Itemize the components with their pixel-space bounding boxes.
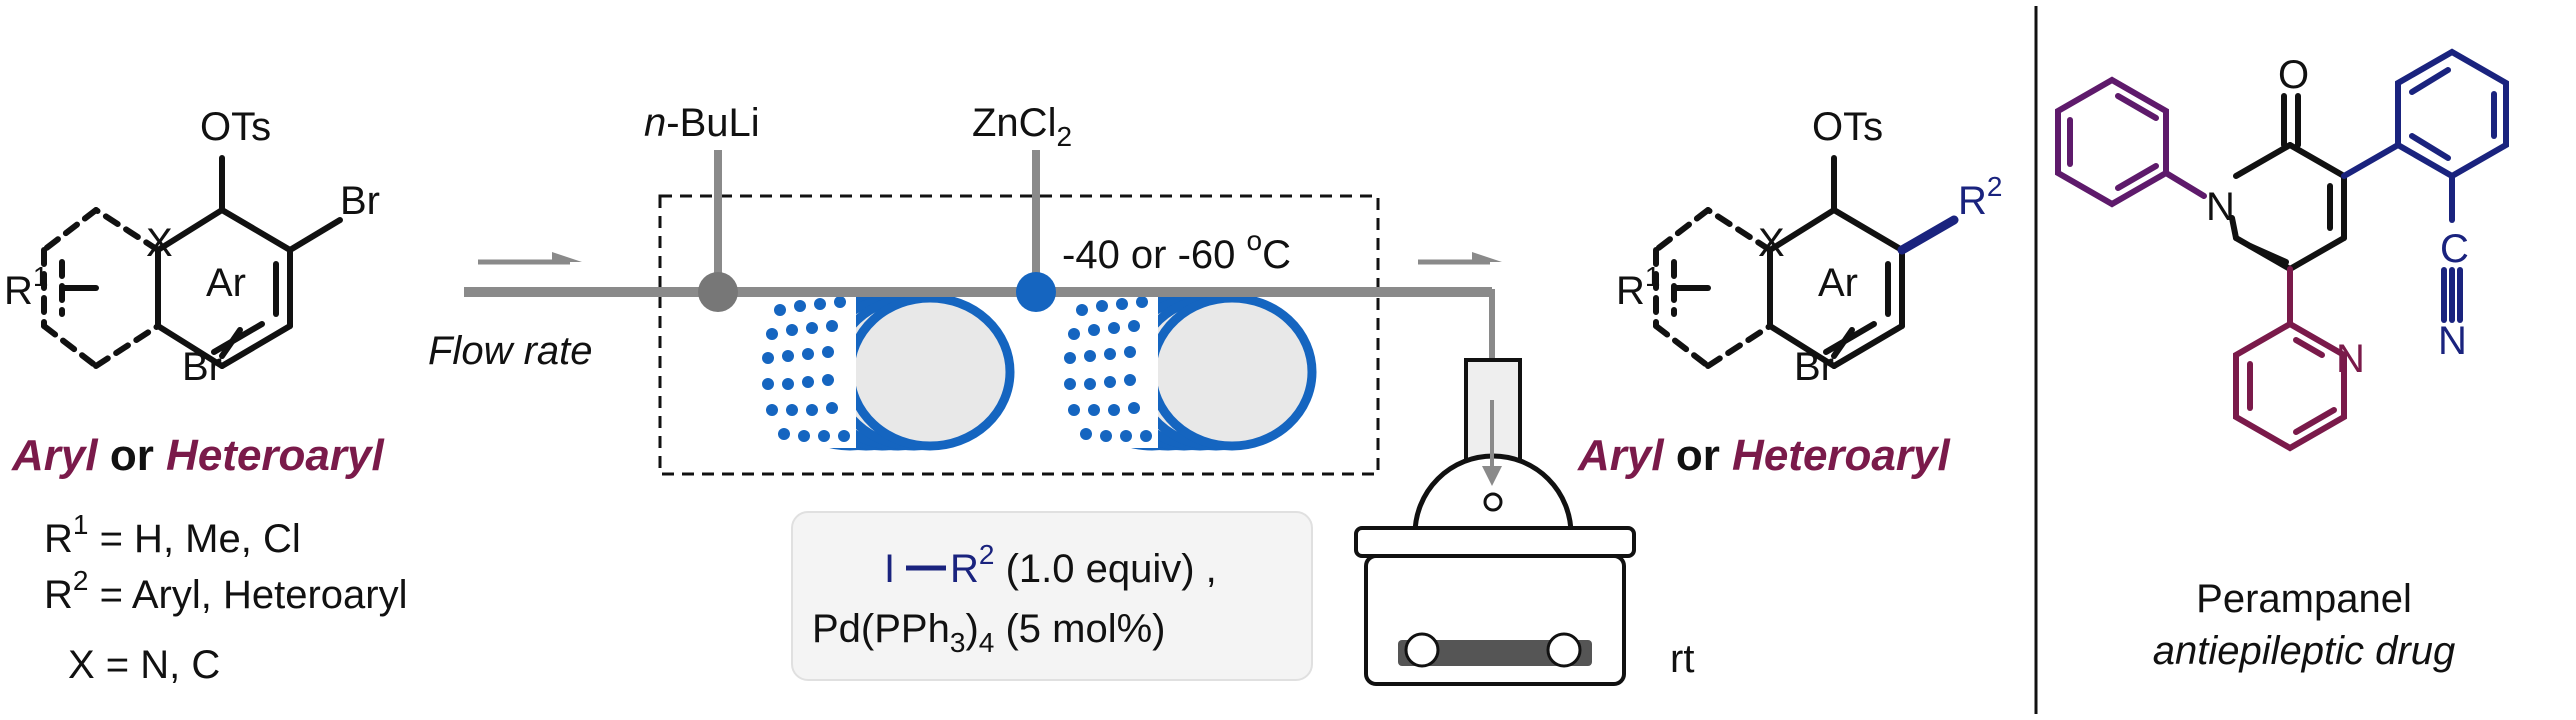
svg-text:I: I [884,547,895,591]
reagent-box [791,511,1313,681]
perampanel-structure [2055,48,2509,452]
drug-description: antiepileptic drug [2153,629,2455,673]
reactant-br-bottom-label: Br [182,345,222,389]
product-caption: Aryl or Heteroaryl [1577,431,1950,480]
perampanel-nitrile-n-label: N [2438,319,2467,363]
reagent-iodide-line: I R2 (1.0 equiv) , [884,539,1217,591]
reactant-ots-label: OTs [200,105,271,149]
room-temperature-label: rt [1670,637,1694,681]
temperature-label: -40 or -60 oC [1062,225,1291,277]
reactant-x-label: X [146,221,173,265]
product-x-label: X [1758,221,1785,265]
product-r2-bond [1897,215,1959,255]
reactant-r1-label: R1 [4,261,48,313]
perampanel-amide-n-label: N [2206,185,2235,229]
drug-name: Perampanel [2196,577,2412,621]
flow-direction-arrow-right [1418,252,1502,265]
coil-reactor-1 [760,293,1015,451]
stirrer-hotplate-icon [1354,526,1636,686]
reactant-caption: Aryl or Heteroaryl [11,431,384,480]
zncl2-label: ZnCl2 [972,101,1072,152]
svg-text:R2 (1.0 equiv) ,: R2 (1.0 equiv) , [950,539,1217,591]
flow-rate-label: Flow rate [428,329,593,373]
product-r1-label: R1 [1616,261,1660,313]
coil-reactor-2 [1062,293,1317,451]
product-ots-label: OTs [1812,105,1883,149]
catalyst-label: Pd(PPh3)4 (5 mol%) [812,607,1165,658]
perampanel-pyridine-n-label: N [2336,337,2365,381]
nbuli-label: n-BuLi [644,101,760,145]
mixer-zncl2 [1016,272,1056,312]
substituent-r1-definition: R1 = H, Me, Cl [44,509,301,561]
product-ar-label: Ar [1818,261,1858,305]
perampanel-oxygen-label: O [2278,53,2309,97]
reactant-br-top-label: Br [340,179,380,223]
mixer-nbuli [698,272,738,312]
reactant-structure [41,155,343,369]
substituent-r2-definition: R2 = Aryl, Heteroaryl [44,565,407,617]
reactant-ar-label: Ar [206,261,246,305]
flow-direction-arrow-left [478,252,582,265]
product-br-label: Br [1794,345,1834,389]
perampanel-nitrile-c-label: C [2440,227,2469,271]
substituent-x-definition: X = N, C [68,643,220,687]
product-r2-label: R2 [1958,171,2002,223]
product-structure [1653,155,1905,369]
